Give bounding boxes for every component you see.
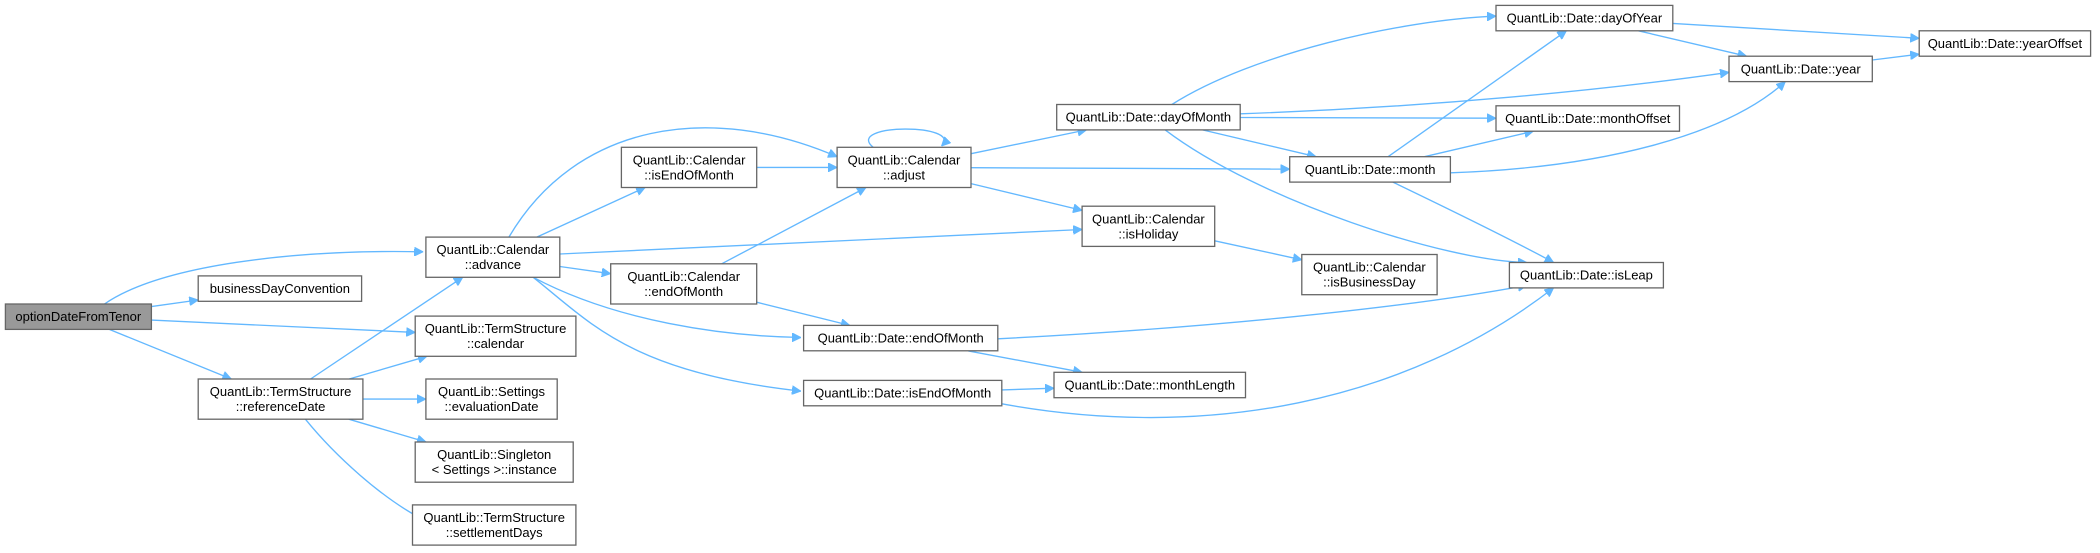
node-cal-adjust[interactable]: QuantLib::Calendar::adjust (836, 146, 972, 189)
edge-optionDateFromTenor-to-cal-advance (104, 252, 424, 305)
node-box[interactable] (1508, 261, 1665, 289)
edge-date-isEndOfMonth-to-date-isLeap (997, 288, 1554, 419)
node-box[interactable] (836, 146, 972, 189)
edge-date-dayOfMonth-to-date-isLeap (1164, 129, 1527, 263)
edge-optionDateFromTenor-to-ts-calendar (151, 319, 415, 332)
node-box[interactable] (1301, 253, 1438, 296)
edge-cal-advance-to-cal-isHoliday (559, 230, 1082, 255)
edge-cal-advance-to-date-isEndOfMonth (532, 276, 801, 391)
edge-date-endOfMonth-to-date-monthLength (968, 350, 1082, 372)
node-box[interactable] (1728, 55, 1873, 83)
node-ts-calendar[interactable]: QuantLib::TermStructure::calendar (414, 315, 577, 357)
node-box[interactable] (802, 379, 1003, 407)
node-cal-advance[interactable]: QuantLib::Calendar::advance (425, 236, 561, 278)
edge-date-isEndOfMonth-to-date-monthLength (1001, 388, 1054, 390)
node-date-monthLength[interactable]: QuantLib::Date::monthLength (1053, 371, 1247, 399)
edge-ts-referenceDate-to-ts-settlementDays (304, 418, 423, 521)
edge-date-dayOfMonth-to-date-month (1202, 129, 1316, 157)
node-box[interactable] (197, 275, 363, 302)
edge-optionDateFromTenor-to-ts-referenceDate (109, 328, 232, 380)
node-date-isLeap[interactable]: QuantLib::Date::isLeap (1508, 261, 1665, 289)
edge-cal-advance-to-cal-adjust (508, 127, 837, 238)
node-box[interactable] (620, 146, 758, 189)
edge-cal-endOfMonth-to-cal-adjust (721, 186, 866, 265)
node-box[interactable] (1495, 4, 1674, 32)
edge-date-month-to-date-isLeap (1392, 181, 1554, 264)
edge-date-dayOfMonth-to-date-year (1240, 72, 1729, 115)
node-date-dayOfMonth[interactable]: QuantLib::Date::dayOfMonth (1056, 103, 1241, 131)
node-box[interactable] (197, 378, 364, 420)
node-date-isEndOfMonth[interactable]: QuantLib::Date::isEndOfMonth (802, 379, 1003, 407)
node-box[interactable] (4, 303, 153, 331)
node-box[interactable] (414, 441, 574, 483)
edge-cal-advance-to-date-endOfMonth (532, 276, 801, 337)
node-box[interactable] (414, 315, 577, 357)
edge-layer (104, 16, 1920, 521)
edge-date-month-to-date-monthOffset (1424, 131, 1534, 158)
node-date-month[interactable]: QuantLib::Date::month (1289, 156, 1452, 183)
node-box[interactable] (425, 378, 558, 420)
node-box[interactable] (425, 236, 561, 278)
node-ts-referenceDate[interactable]: QuantLib::TermStructure::referenceDate (197, 378, 364, 420)
edge-date-year-to-date-yearOffset (1872, 54, 1919, 61)
edge-cal-adjust-to-date-dayOfMonth (970, 130, 1087, 155)
edge-ts-referenceDate-to-singleton-instance (348, 418, 426, 442)
edge-cal-advance-to-cal-isEndOfMonth (536, 188, 645, 238)
edge-cal-adjust-to-date-month (970, 168, 1290, 169)
node-date-dayOfYear[interactable]: QuantLib::Date::dayOfYear (1495, 4, 1674, 32)
node-box[interactable] (1053, 371, 1247, 399)
edge-date-dayOfYear-to-date-yearOffset (1672, 22, 1919, 38)
node-box[interactable] (1495, 105, 1681, 132)
node-businessDayConvention[interactable]: businessDayConvention (197, 275, 363, 302)
node-box[interactable] (1056, 103, 1241, 131)
node-cal-endOfMonth[interactable]: QuantLib::Calendar::endOfMonth (610, 263, 758, 305)
node-cal-isBusinessDay[interactable]: QuantLib::Calendar::isBusinessDay (1301, 253, 1438, 296)
edge-date-dayOfMonth-to-date-monthOffset (1240, 118, 1496, 119)
edge-date-dayOfYear-to-date-year (1638, 30, 1746, 56)
node-date-yearOffset[interactable]: QuantLib::Date::yearOffset (1918, 30, 2092, 57)
node-box[interactable] (610, 263, 758, 305)
node-singleton-instance[interactable]: QuantLib::Singleton< Settings >::instanc… (414, 441, 574, 483)
edge-date-dayOfMonth-to-date-dayOfYear (1171, 16, 1496, 106)
edge-cal-adjust-to-cal-isHoliday (970, 182, 1082, 211)
edge-ts-referenceDate-to-ts-calendar (349, 356, 427, 380)
edge-cal-isHoliday-to-cal-isBusinessDay (1214, 240, 1302, 260)
node-layer: optionDateFromTenor businessDayConvention… (4, 4, 2092, 546)
node-box[interactable] (411, 504, 577, 546)
edge-date-month-to-date-year (1450, 82, 1785, 174)
edge-date-month-to-date-dayOfYear (1387, 31, 1566, 158)
edge-date-endOfMonth-to-date-isLeap (997, 285, 1527, 340)
edge-cal-advance-to-cal-endOfMonth (559, 265, 611, 274)
node-optionDateFromTenor[interactable]: optionDateFromTenor (4, 303, 153, 331)
node-box[interactable] (1289, 156, 1452, 183)
node-date-year[interactable]: QuantLib::Date::year (1728, 55, 1873, 83)
node-date-endOfMonth[interactable]: QuantLib::Date::endOfMonth (802, 324, 999, 352)
node-settings-evaluationDate[interactable]: QuantLib::Settings::evaluationDate (425, 378, 558, 420)
node-cal-isHoliday[interactable]: QuantLib::Calendar::isHoliday (1081, 205, 1216, 248)
node-box[interactable] (1081, 205, 1216, 248)
node-ts-settlementDays[interactable]: QuantLib::TermStructure::settlementDays (411, 504, 577, 546)
node-cal-isEndOfMonth[interactable]: QuantLib::Calendar::isEndOfMonth (620, 146, 758, 189)
edge-ts-referenceDate-to-cal-advance (310, 276, 463, 380)
edge-cal-endOfMonth-to-date-endOfMonth (756, 301, 850, 325)
node-box[interactable] (1918, 30, 2092, 57)
edge-cal-adjust-to-cal-adjust (868, 128, 945, 148)
node-box[interactable] (802, 324, 999, 352)
edge-optionDateFromTenor-to-businessDayConvention (151, 300, 198, 308)
node-date-monthOffset[interactable]: QuantLib::Date::monthOffset (1495, 105, 1681, 132)
